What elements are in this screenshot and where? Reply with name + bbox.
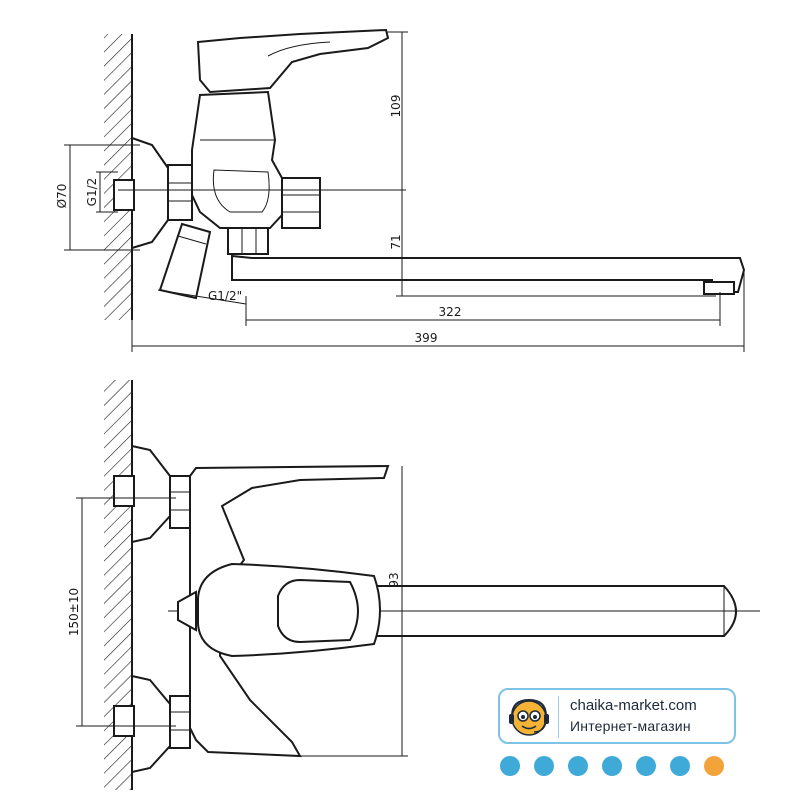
badge-divider [558,696,559,738]
spout-top [231,254,746,293]
dim-322: 322 [439,305,462,319]
dot-1 [500,756,520,776]
dim-thread-outlet: G1/2" [208,289,242,303]
outlet-nut [227,227,269,255]
handle-cap [177,590,197,632]
store-badge: chaika-market.com Интернет-магазин [498,688,736,744]
wall-flange [131,136,169,250]
dim-399: 399 [415,331,438,345]
dim-thread-inlet: G1/2 [85,178,99,207]
dot-6 [670,756,690,776]
upper-flange [131,444,171,544]
lever-handle-top [196,28,390,94]
inlet-nut [167,164,193,221]
badge-site-name: chaika-market.com [570,697,697,714]
side-nut [281,177,321,229]
dot-4 [602,756,622,776]
dim-93: 93 [387,572,401,587]
shower-outlet [158,222,212,300]
lower-nut [169,695,191,749]
handle-grip [277,578,359,644]
upper-nut [169,475,191,529]
dot-2 [534,756,554,776]
decorative-dots [500,756,740,780]
dot-7 [704,756,724,776]
smiling-face-with-headset-icon [509,698,549,736]
lower-flange [131,674,171,774]
body-detail [212,169,270,213]
mixer-body-top [191,90,283,229]
aerator [703,281,735,295]
dot-5 [636,756,656,776]
dim-109: 109 [389,95,403,118]
dim-150: 150±10 [67,588,81,636]
dot-3 [568,756,588,776]
dim-flange-diameter: Ø70 [55,184,69,209]
top-view: 109 71 322 399 Ø70 G1/2 G1/2" [55,28,746,352]
dim-71: 71 [389,234,403,249]
inlet-fitting [113,179,135,211]
badge-subtitle: Интернет-магазин [570,718,691,734]
front-view: 93 150±10 [67,380,760,790]
wall-hatch-top [104,34,132,320]
